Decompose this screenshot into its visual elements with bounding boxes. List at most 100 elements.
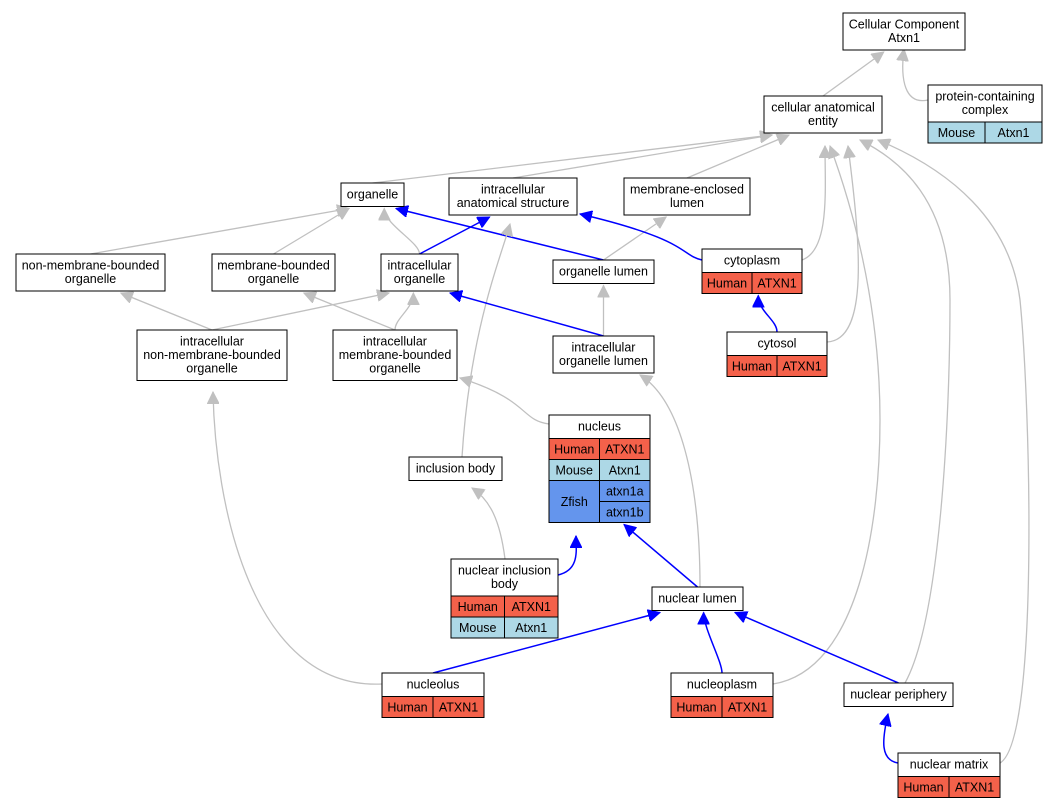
edge-inclusion-body-to-intracellular-anatomical-structure <box>461 224 510 458</box>
node-label-line: body <box>491 577 519 591</box>
node-intracellular-non-membrane-bounded-organelle[interactable]: intracellularnon-membrane-boundedorganel… <box>136 329 288 381</box>
node-label-line: intracellular <box>388 259 452 273</box>
edge-nucleus-to-intracellular-membrane-bounded-organelle <box>460 378 550 425</box>
node-label-line: complex <box>962 103 1009 117</box>
node-label-line: non-membrane-bounded <box>143 348 281 362</box>
node-outline <box>136 329 288 381</box>
node-outline <box>340 182 405 207</box>
node-label-line: nuclear periphery <box>850 688 947 702</box>
edge-cellular-anatomical-entity-to-cellular-component <box>822 52 884 97</box>
edge-nuclear-matrix-to-nuclear-periphery <box>884 714 899 764</box>
node-outline <box>15 253 166 292</box>
edge-intracellular-membrane-bounded-organelle-to-intracellular-organelle <box>394 293 413 331</box>
node-label-line: organelle <box>369 362 420 376</box>
node-outline <box>927 84 1043 144</box>
node-label-line: intracellular <box>572 341 636 355</box>
edge-nuclear-inclusion-body-to-nucleus <box>557 536 576 576</box>
edge-organelle-to-cellular-anatomical-entity <box>372 135 773 184</box>
edge-membrane-bounded-organelle-to-organelle <box>273 209 350 255</box>
node-label-line: organelle <box>394 272 445 286</box>
edge-cytosol-to-cellular-anatomical-entity <box>826 146 859 343</box>
gene-label: Atxn1 <box>609 464 641 478</box>
node-label-line: nucleoplasm <box>687 678 757 692</box>
node-outline <box>763 95 883 134</box>
edge-nuclear-matrix-to-cellular-anatomical-entity <box>878 140 1030 764</box>
edge-cytosol-to-cytoplasm <box>758 296 778 333</box>
edge-cytoplasm-to-intracellular-anatomical-structure <box>580 214 703 261</box>
node-inclusion-body[interactable]: inclusion body <box>408 456 503 481</box>
edge-organelle-lumen-to-membrane-enclosed-lumen <box>603 217 667 261</box>
node-label-line: cytosol <box>758 337 797 351</box>
edge-nuclear-lumen-to-nucleus <box>624 525 698 588</box>
node-organelle-lumen[interactable]: organelle lumen <box>552 259 655 284</box>
node-box <box>623 177 751 216</box>
node-outline <box>701 248 803 294</box>
node-box <box>763 95 883 134</box>
node-outline <box>552 335 655 374</box>
node-outline <box>552 259 655 284</box>
node-label-line: nucleus <box>578 420 621 434</box>
node-label-line: intracellular <box>481 183 545 197</box>
edges-layer <box>90 49 1030 764</box>
node-box <box>15 253 166 292</box>
species-label: Mouse <box>459 621 497 635</box>
species-label: Human <box>554 443 594 457</box>
gene-label: ATXN1 <box>512 600 551 614</box>
node-label-line: inclusion body <box>416 462 496 476</box>
node-label-line: organelle <box>186 362 237 376</box>
node-label-line: lumen <box>670 196 704 210</box>
node-label-line: cellular anatomical <box>771 101 875 115</box>
node-outline <box>380 253 459 292</box>
gene-label: ATXN1 <box>782 360 821 374</box>
edge-nuclear-lumen-to-intracellular-organelle-lumen <box>640 375 701 588</box>
species-label: Human <box>707 277 747 291</box>
node-label-line: nuclear inclusion <box>458 564 551 578</box>
node-label-line: non-membrane-bounded <box>22 259 160 273</box>
node-label-line: organelle lumen <box>559 265 648 279</box>
node-outline <box>211 253 336 292</box>
node-label-line: membrane-bounded <box>217 259 330 273</box>
edge-non-membrane-bounded-organelle-to-organelle <box>90 209 350 255</box>
node-nuclear-periphery[interactable]: nuclear periphery <box>843 682 954 707</box>
gene-label: Atxn1 <box>998 126 1030 140</box>
node-label-line: protein-containing <box>935 90 1034 104</box>
node-outline <box>623 177 751 216</box>
node-box <box>136 329 288 381</box>
gene-label: ATXN1 <box>955 781 994 795</box>
edge-intracellular-membrane-bounded-organelle-to-membrane-bounded-organelle <box>304 293 396 331</box>
node-outline <box>897 752 1001 798</box>
edge-nuclear-periphery-to-cellular-anatomical-entity <box>860 139 951 684</box>
species-label: Human <box>732 360 772 374</box>
edge-membrane-enclosed-lumen-to-cellular-anatomical-entity <box>686 135 789 179</box>
gene-label: ATXN1 <box>728 701 767 715</box>
edge-intracellular-anatomical-structure-to-cellular-anatomical-entity <box>512 135 772 179</box>
edge-nuclear-periphery-to-nuclear-lumen <box>735 613 899 684</box>
edge-protein-containing-complex-to-cellular-component <box>903 49 929 102</box>
node-outline <box>842 12 966 51</box>
edge-intracellular-non-membrane-bounded-organelle-to-intracellular-organelle <box>211 293 389 331</box>
node-label-line: nucleolus <box>407 678 460 692</box>
node-label-line: entity <box>808 114 839 128</box>
node-organelle[interactable]: organelle <box>340 182 405 207</box>
node-nuclear-lumen[interactable]: nuclear lumen <box>651 586 744 611</box>
node-label-line: cytoplasm <box>724 254 780 268</box>
node-box <box>211 253 336 292</box>
